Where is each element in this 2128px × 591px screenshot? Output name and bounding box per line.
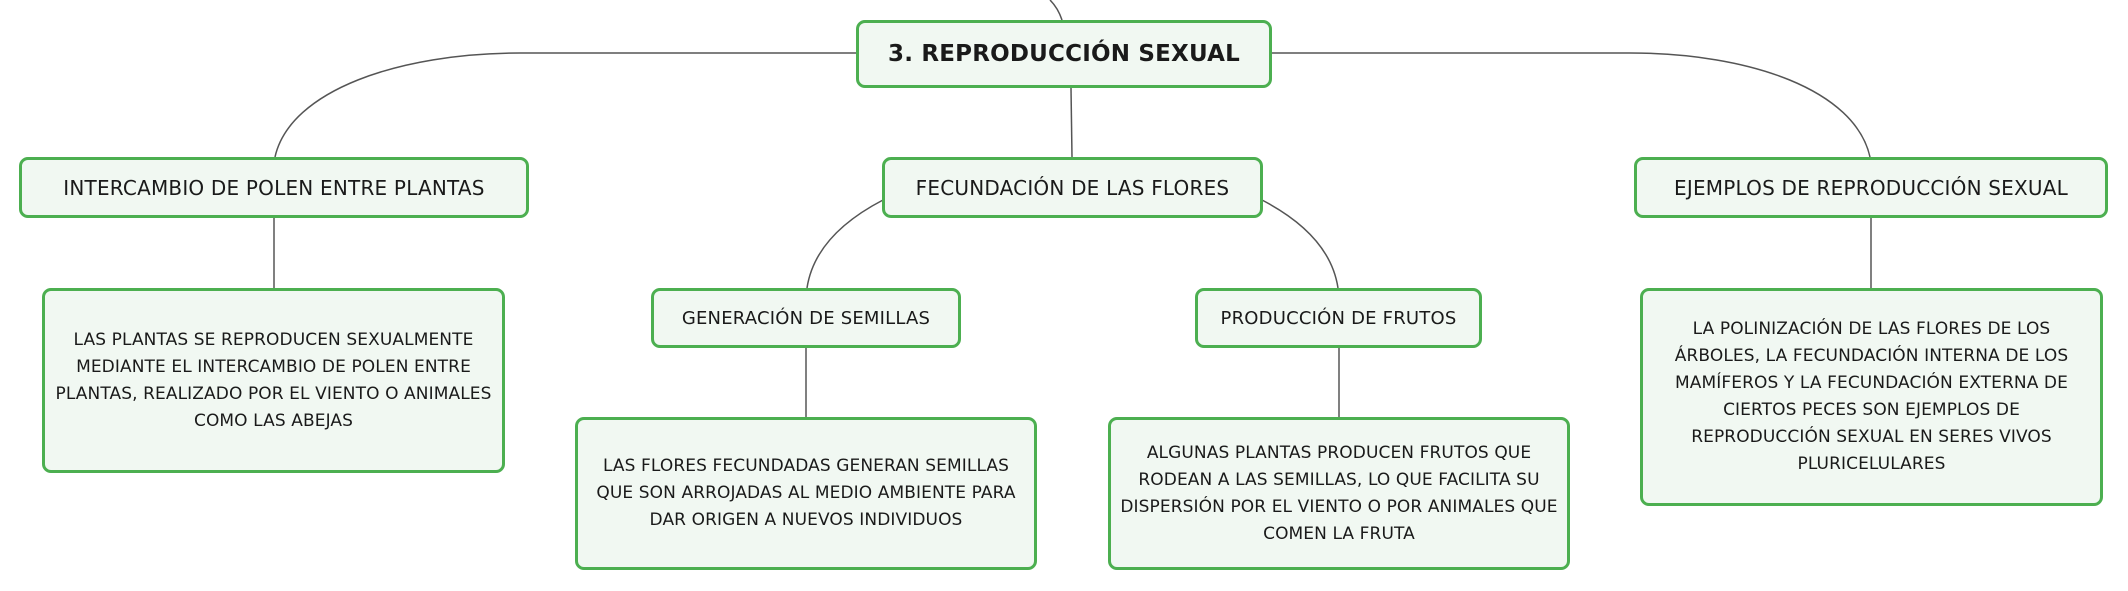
detail-text-produccion-frutos: ALGUNAS PLANTAS PRODUCEN FRUTOS QUE RODE… [1120, 442, 1558, 544]
connector-fecundacion-to-frutos [1261, 199, 1339, 289]
connector-parent-to-root [1049, 0, 1063, 21]
detail-node-ejemplos-reproduccion[interactable]: LA POLINIZACIÓN DE LAS FLORES DE LOS ÁRB… [1640, 288, 2103, 506]
subtopic-node-produccion-frutos[interactable]: PRODUCCIÓN DE FRUTOS [1195, 288, 1482, 348]
topic-node-ejemplos-reproduccion[interactable]: EJEMPLOS DE REPRODUCCIÓN SEXUAL [1634, 157, 2108, 218]
detail-text-ejemplos-reproduccion: LA POLINIZACIÓN DE LAS FLORES DE LOS ÁRB… [1674, 319, 2069, 474]
topic-label-ejemplos-reproduccion: EJEMPLOS DE REPRODUCCIÓN SEXUAL [1674, 175, 2068, 200]
topic-label-fecundacion-flores: FECUNDACIÓN DE LAS FLORES [915, 175, 1230, 200]
topic-label-intercambio-polen: INTERCAMBIO DE POLEN ENTRE PLANTAS [63, 175, 485, 200]
connector-root-to-fecundacion [1070, 87, 1073, 158]
connector-root-to-ejemplos [1272, 52, 1871, 158]
subtopic-label-produccion-frutos: PRODUCCIÓN DE FRUTOS [1220, 307, 1457, 329]
detail-node-produccion-frutos[interactable]: ALGUNAS PLANTAS PRODUCEN FRUTOS QUE RODE… [1108, 417, 1570, 570]
subtopic-label-generacion-semillas: GENERACIÓN DE SEMILLAS [681, 307, 931, 329]
detail-text-intercambio-polen: LAS PLANTAS SE REPRODUCEN SEXUALMENTE ME… [55, 329, 492, 431]
connector-root-to-polen [274, 52, 856, 158]
root-topic-node[interactable]: 3. REPRODUCCIÓN SEXUAL [856, 20, 1272, 88]
topic-node-fecundacion-flores[interactable]: FECUNDACIÓN DE LAS FLORES [882, 157, 1263, 218]
topic-node-intercambio-polen[interactable]: INTERCAMBIO DE POLEN ENTRE PLANTAS [19, 157, 529, 218]
subtopic-node-generacion-semillas[interactable]: GENERACIÓN DE SEMILLAS [651, 288, 961, 348]
root-topic-label: 3. REPRODUCCIÓN SEXUAL [887, 41, 1241, 67]
detail-node-generacion-semillas[interactable]: LAS FLORES FECUNDADAS GENERAN SEMILLAS Q… [575, 417, 1037, 570]
connector-fecundacion-to-semillas [806, 199, 884, 289]
detail-node-intercambio-polen[interactable]: LAS PLANTAS SE REPRODUCEN SEXUALMENTE ME… [42, 288, 505, 473]
detail-text-generacion-semillas: LAS FLORES FECUNDADAS GENERAN SEMILLAS Q… [596, 456, 1016, 530]
